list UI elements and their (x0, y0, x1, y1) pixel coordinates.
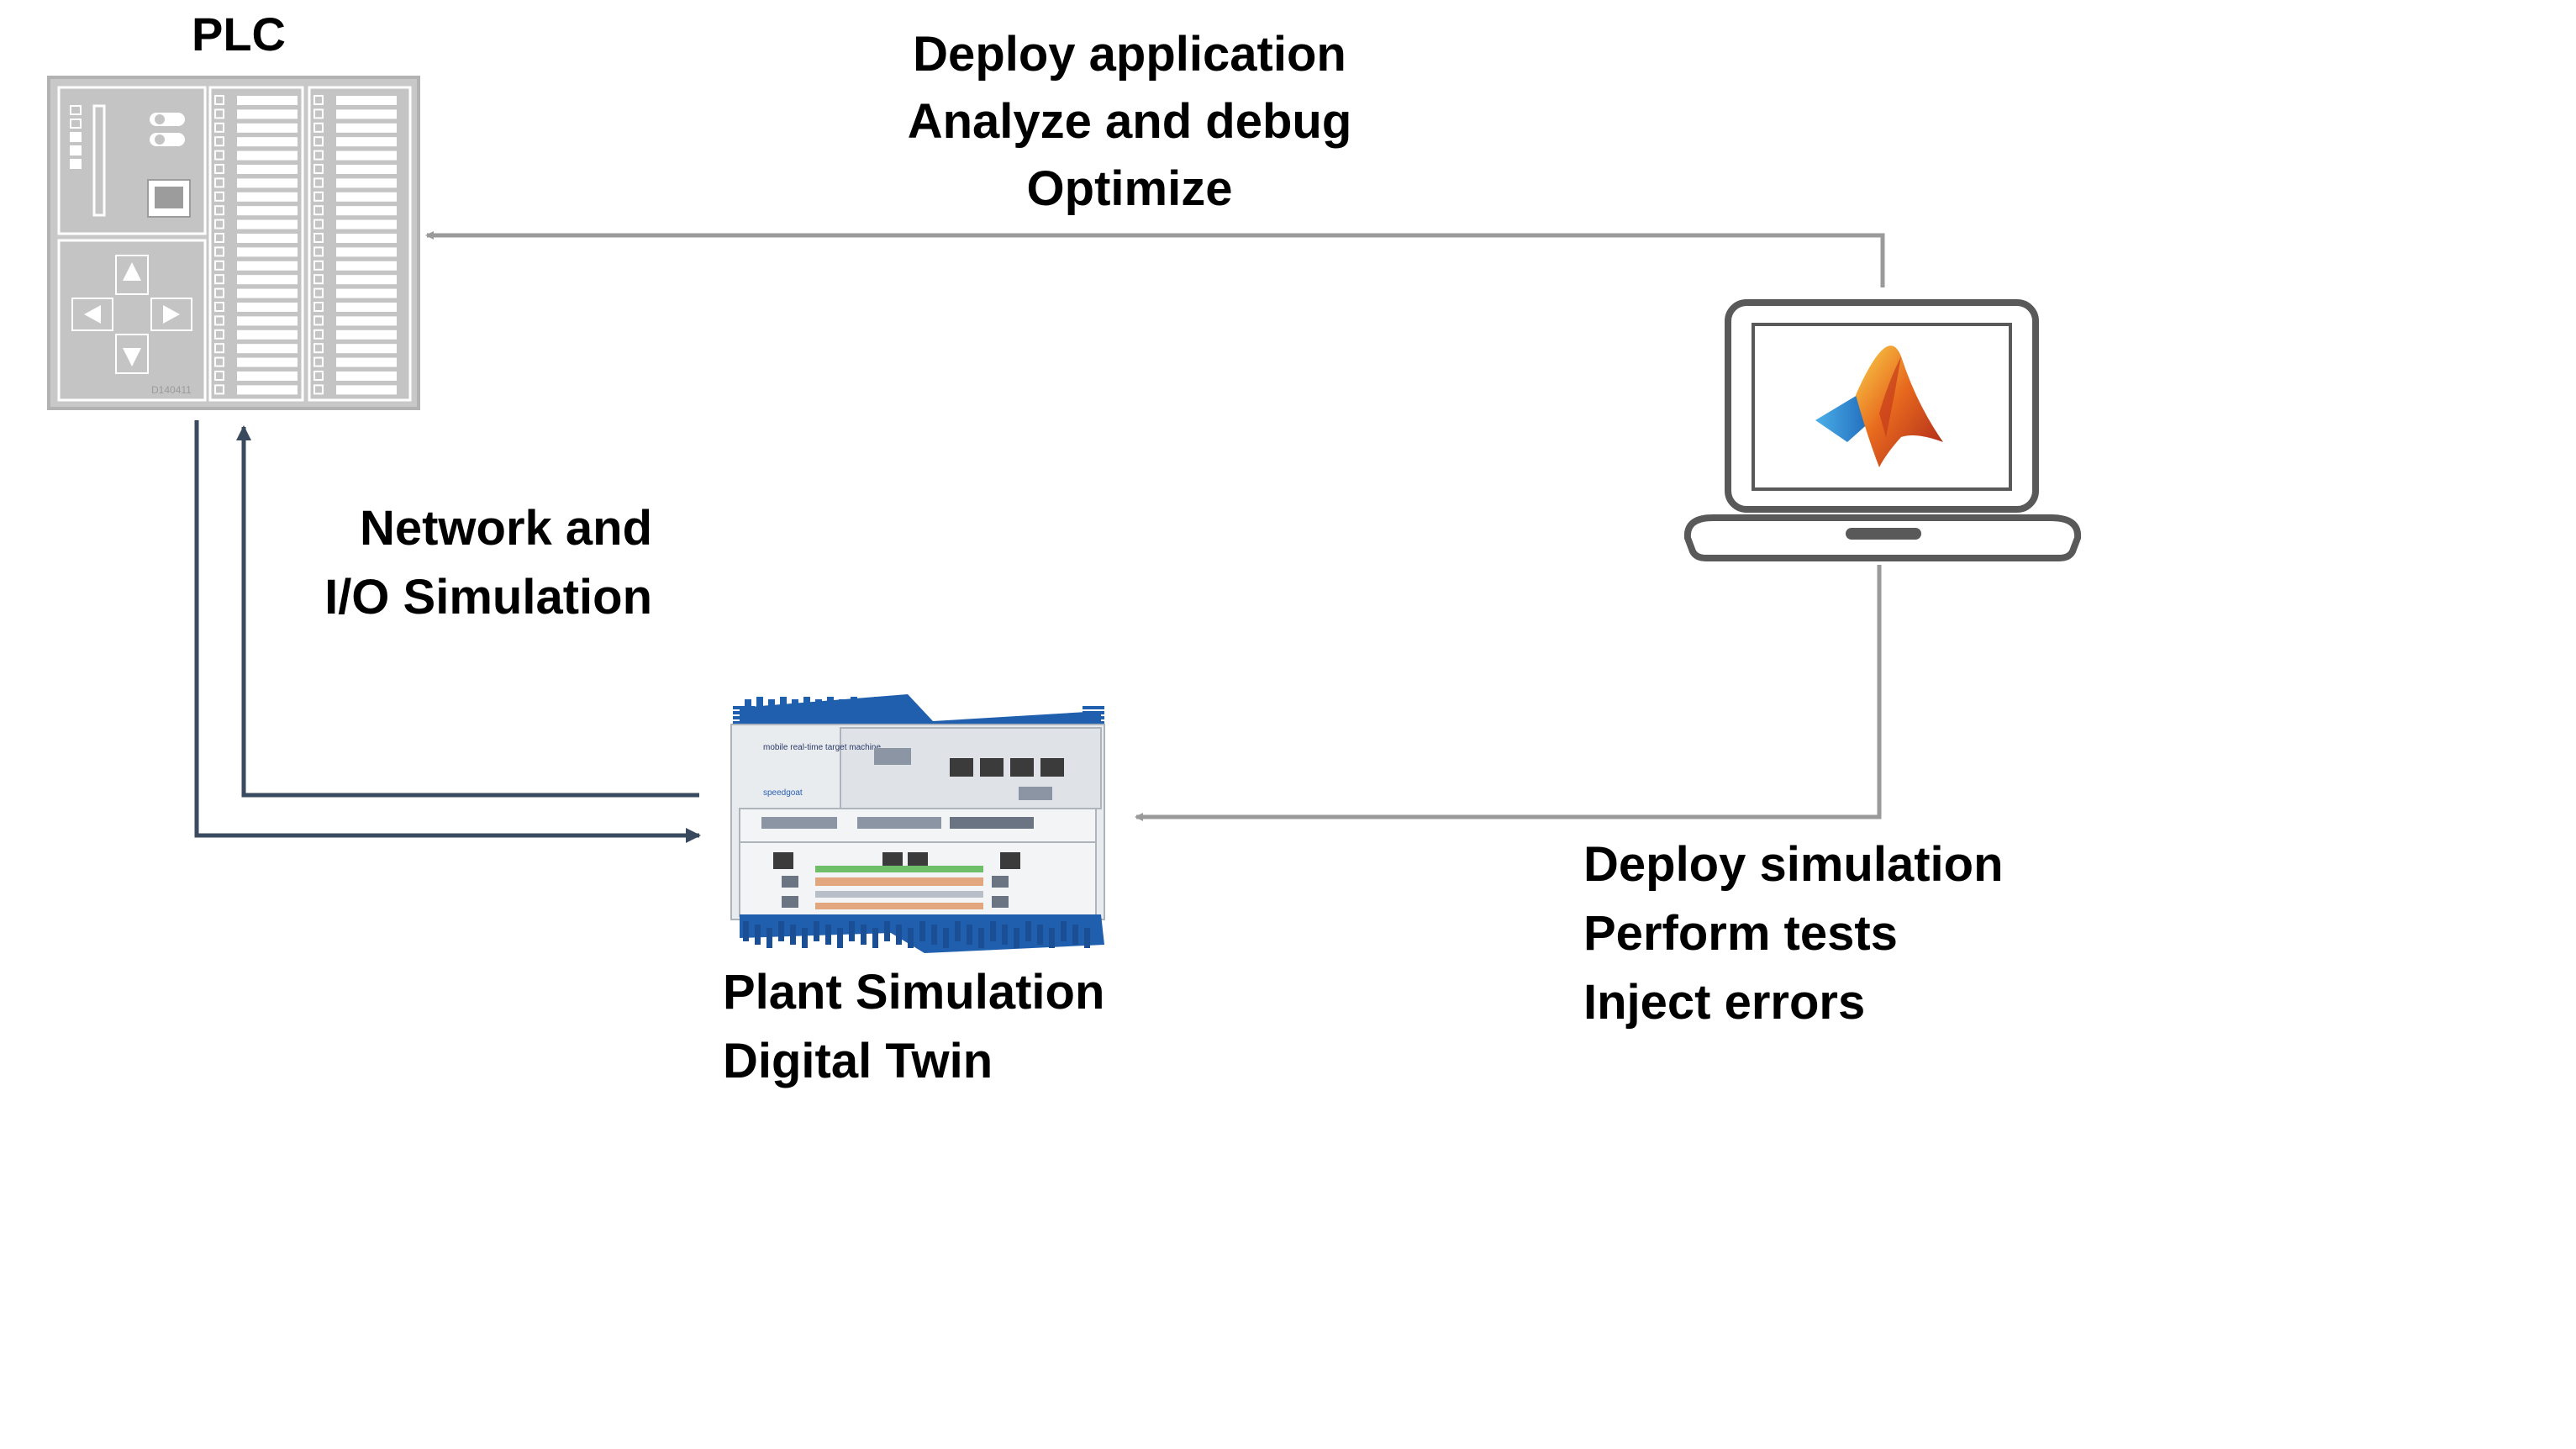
plc-device: D140411 (47, 76, 420, 410)
top-flow-line-1: Deploy application (913, 27, 1346, 82)
left-flow-line-2: I/O Simulation (324, 570, 652, 624)
top-flow-line-3: Optimize (1027, 161, 1233, 216)
bottom-flow-line-2: Perform tests (1583, 906, 1898, 961)
laptop-icon (1683, 299, 2082, 561)
bottom-flow-line-3: Inject errors (1583, 975, 1865, 1030)
plant-to-plc-arrow (236, 425, 699, 798)
left-flow-line-1: Network and (360, 501, 652, 556)
plant-line-1: Plant Simulation (723, 965, 1104, 1020)
deploy-app-arrow (425, 231, 1885, 287)
deploy-sim-arrow (1135, 565, 1882, 821)
plc-io-terminals (214, 95, 397, 395)
plant-target-machine: mobile real-time target machine speedgoa… (730, 694, 1105, 953)
matlab-logo-icon (1815, 345, 1943, 467)
plc-serial-text: D140411 (151, 384, 192, 396)
bottom-flow-line-1: Deploy simulation (1583, 837, 2004, 892)
brand-text: speedgoat (763, 788, 803, 798)
plant-line-2: Digital Twin (723, 1034, 993, 1088)
target-panel-text: mobile real-time target machine (763, 743, 881, 752)
plc-title: PLC (192, 8, 286, 61)
top-flow-line-2: Analyze and debug (908, 94, 1352, 149)
plc-to-plant-arrow (194, 420, 701, 843)
